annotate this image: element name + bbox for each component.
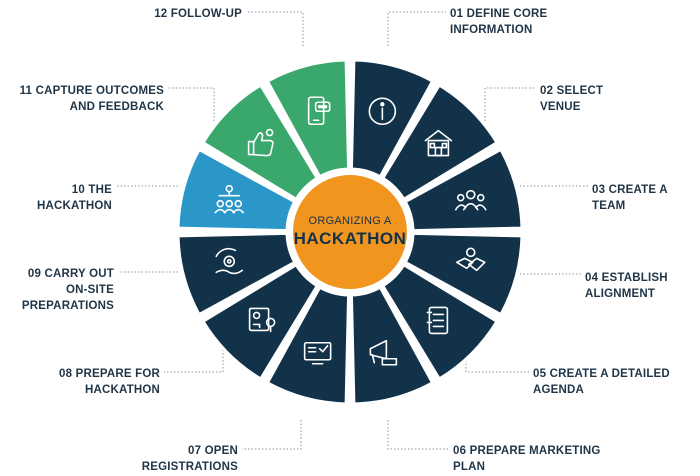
segment-step-06 <box>349 285 435 406</box>
step-title-line: SELECT <box>556 85 604 97</box>
leader-line-06 <box>387 420 449 450</box>
step-number: 01 <box>450 8 464 20</box>
step-title-line: PLAN <box>453 461 486 473</box>
step-title-line: INFORMATION <box>450 24 533 36</box>
leader-line-01 <box>387 11 446 46</box>
segment-step-08 <box>201 263 319 381</box>
step-title-line: CAPTURE OUTCOMES <box>35 85 164 97</box>
settings-hand-icon <box>215 247 244 275</box>
step-title-line: CARRY OUT <box>44 268 114 280</box>
segment-ring <box>176 58 524 406</box>
step-label-01: 01 DEFINE CORE INFORMATION <box>450 6 547 38</box>
leader-line-11 <box>168 87 215 121</box>
step-label-02: 02 SELECT VENUE <box>540 83 603 115</box>
segment-step-03 <box>403 147 524 233</box>
step-title-line: PREPARATIONS <box>21 300 114 312</box>
segment-step-11 <box>201 83 319 201</box>
segment-step-07 <box>265 285 351 406</box>
agenda-icon <box>426 306 449 335</box>
megaphone-icon <box>369 339 398 366</box>
step-number: 06 <box>453 445 467 457</box>
segment-step-05 <box>381 263 499 381</box>
segment-step-01 <box>349 58 435 179</box>
team-icon <box>454 189 487 211</box>
step-label-06: 06 PREPARE MARKETING PLAN <box>453 443 601 475</box>
step-label-04: 04 ESTABLISH ALIGNMENT <box>585 270 668 302</box>
registration-icon <box>303 341 332 365</box>
center-subtitle: ORGANIZING A <box>308 215 391 227</box>
step-number: 03 <box>592 184 606 196</box>
step-title-line: ALIGNMENT <box>585 288 656 300</box>
step-number: 02 <box>540 85 554 97</box>
step-title-line: REGISTRATIONS <box>141 461 238 473</box>
step-title-line: PREPARE FOR <box>75 368 160 380</box>
step-title-line: AGENDA <box>533 384 585 396</box>
step-number: 05 <box>533 368 547 380</box>
step-title-line: OPEN <box>204 445 238 457</box>
mobile-message-icon <box>307 96 331 126</box>
segment-step-04 <box>403 231 524 317</box>
step-title-line: TEAM <box>592 200 626 212</box>
step-title-line: DEFINE CORE <box>466 8 548 20</box>
info-icon <box>368 97 397 126</box>
step-number: 07 <box>187 445 202 457</box>
step-number: 08 <box>58 368 73 380</box>
step-number: 11 <box>19 85 33 97</box>
step-label-09: 09 CARRY OUT ON-SITE PREPARATIONS <box>22 266 114 314</box>
step-title-line: THE <box>88 184 112 196</box>
step-number: 04 <box>585 272 599 284</box>
map-planning-icon <box>248 307 276 333</box>
step-label-07: 07 OPEN REGISTRATIONS <box>142 443 238 475</box>
step-label-05: 05 CREATE A DETAILED AGENDA <box>533 366 670 398</box>
building-icon <box>424 129 453 157</box>
step-label-03: 03 CREATE A TEAM <box>592 182 668 214</box>
leader-lines <box>116 11 588 450</box>
step-title-line: HACKATHON <box>36 200 112 212</box>
leader-line-08 <box>164 346 224 373</box>
step-title-line: PREPARE MARKETING <box>469 445 601 457</box>
step-title-line: VENUE <box>540 101 581 113</box>
leader-line-02 <box>484 87 536 121</box>
center-circle <box>293 175 407 289</box>
segment-icons <box>214 96 487 366</box>
thumbs-up-icon <box>247 128 274 157</box>
segment-step-02 <box>381 83 499 201</box>
step-title-line: CREATE A DETAILED <box>549 368 670 380</box>
step-label-12: 12 FOLLOW-UP <box>154 6 242 22</box>
step-title-line: CREATE A <box>608 184 668 196</box>
center-title: HACKATHON <box>294 229 407 248</box>
step-number: 09 <box>27 268 42 280</box>
step-title-line: ESTABLISH <box>601 272 668 284</box>
step-label-08: 08 PREPARE FOR HACKATHON <box>59 366 160 398</box>
step-title-line: AND FEEDBACK <box>69 101 164 113</box>
step-title-line: ON-SITE <box>65 284 114 296</box>
segment-step-10 <box>176 147 297 233</box>
step-label-11: 11 CAPTURE OUTCOMES AND FEEDBACK <box>20 83 164 115</box>
segment-step-09 <box>176 231 297 317</box>
step-title-line: FOLLOW-UP <box>170 8 242 20</box>
step-title-line: HACKATHON <box>84 384 160 396</box>
leader-line-12 <box>246 11 304 46</box>
step-label-10: 10 THE HACKATHON <box>37 182 112 214</box>
handshake-icon <box>455 247 486 272</box>
leader-line-05 <box>465 346 529 373</box>
step-number: 10 <box>71 184 85 196</box>
leader-line-07 <box>242 420 302 450</box>
step-number: 12 <box>154 8 168 20</box>
presentation-icon <box>214 184 245 214</box>
